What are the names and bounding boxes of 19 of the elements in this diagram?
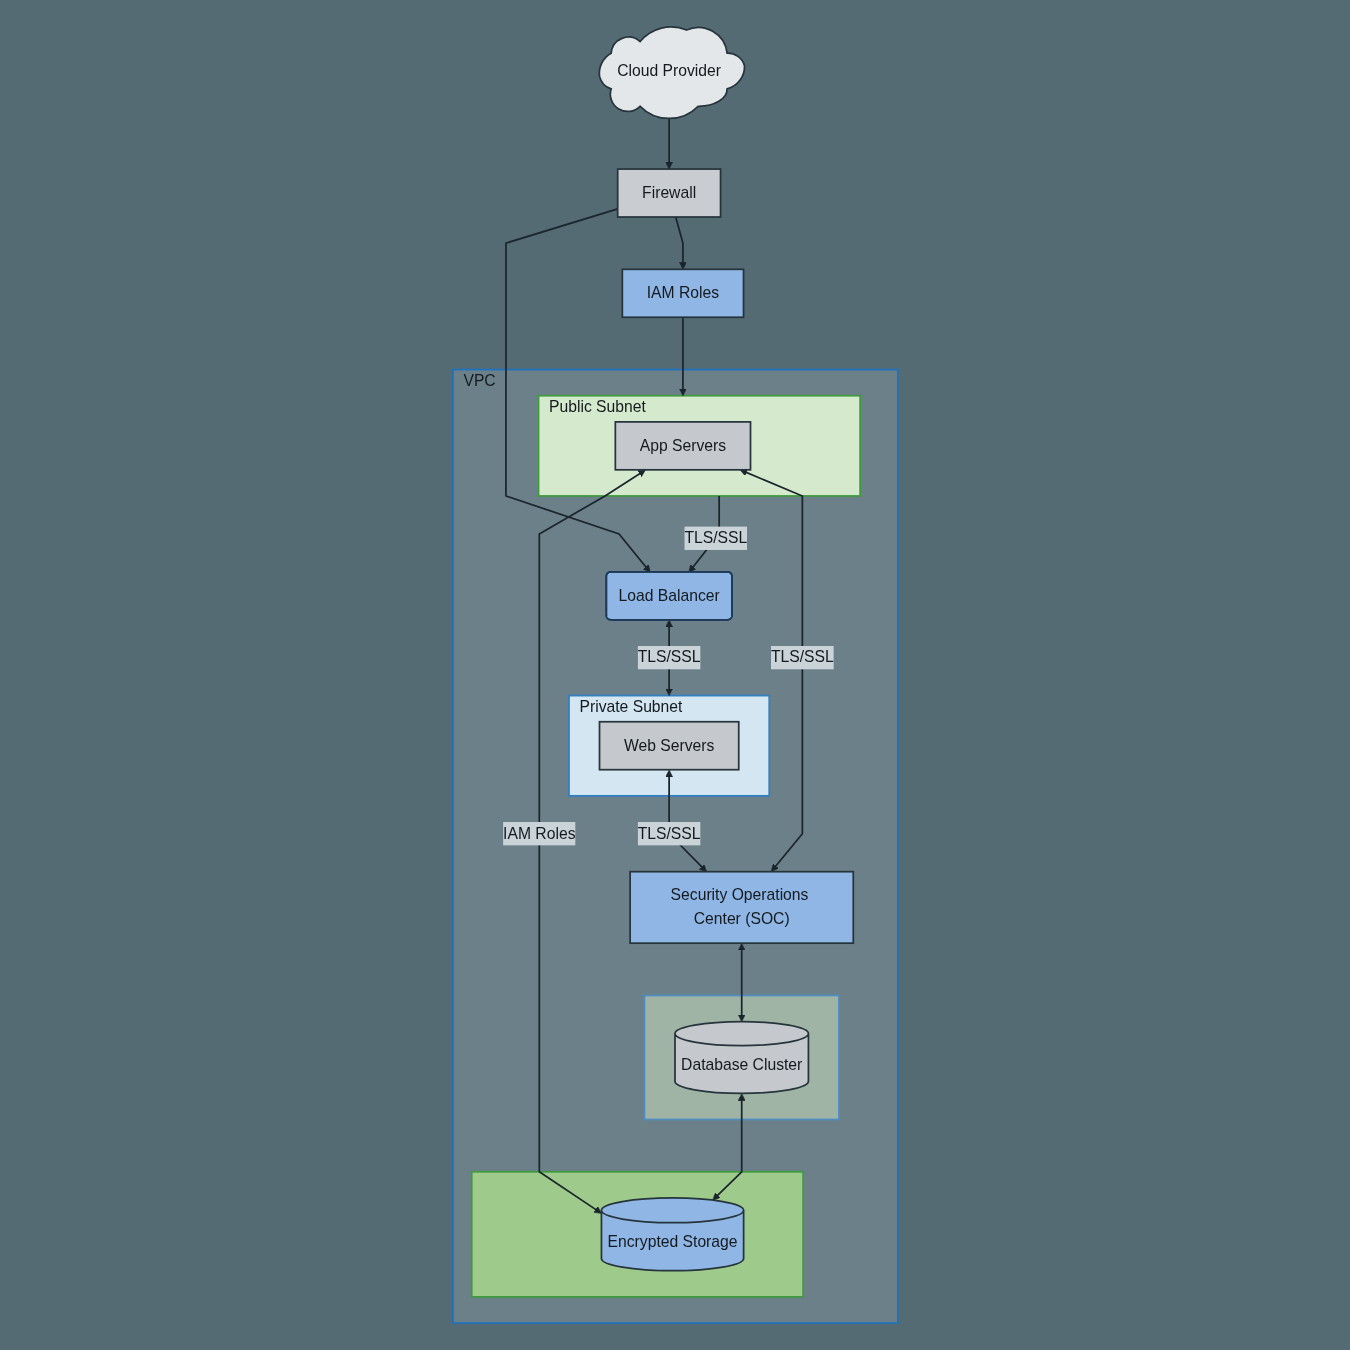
arrow: [678, 316, 687, 397]
node-box: IAM Roles: [621, 268, 744, 319]
arrow: [504, 208, 651, 573]
arrow: [712, 1093, 746, 1201]
edge-label: TLS/SSL: [683, 529, 747, 547]
edge-label: IAM Roles: [502, 824, 576, 843]
arrow: [737, 943, 746, 1022]
cluster: [470, 1170, 804, 1298]
arrow: [538, 469, 646, 1214]
node-box: Web Servers: [598, 720, 740, 771]
arrow: [739, 468, 803, 872]
node-box: App Servers: [614, 421, 751, 471]
edge-label: TLS/SSL: [637, 824, 701, 843]
edge-label: TLS/SSL: [637, 648, 701, 666]
node-box: Security Operations Center (SOC): [628, 870, 854, 945]
node-box: Firewall: [616, 168, 722, 218]
cluster: [643, 994, 840, 1121]
edge-label: TLS/SSL: [770, 648, 834, 666]
arrow: [674, 216, 687, 270]
